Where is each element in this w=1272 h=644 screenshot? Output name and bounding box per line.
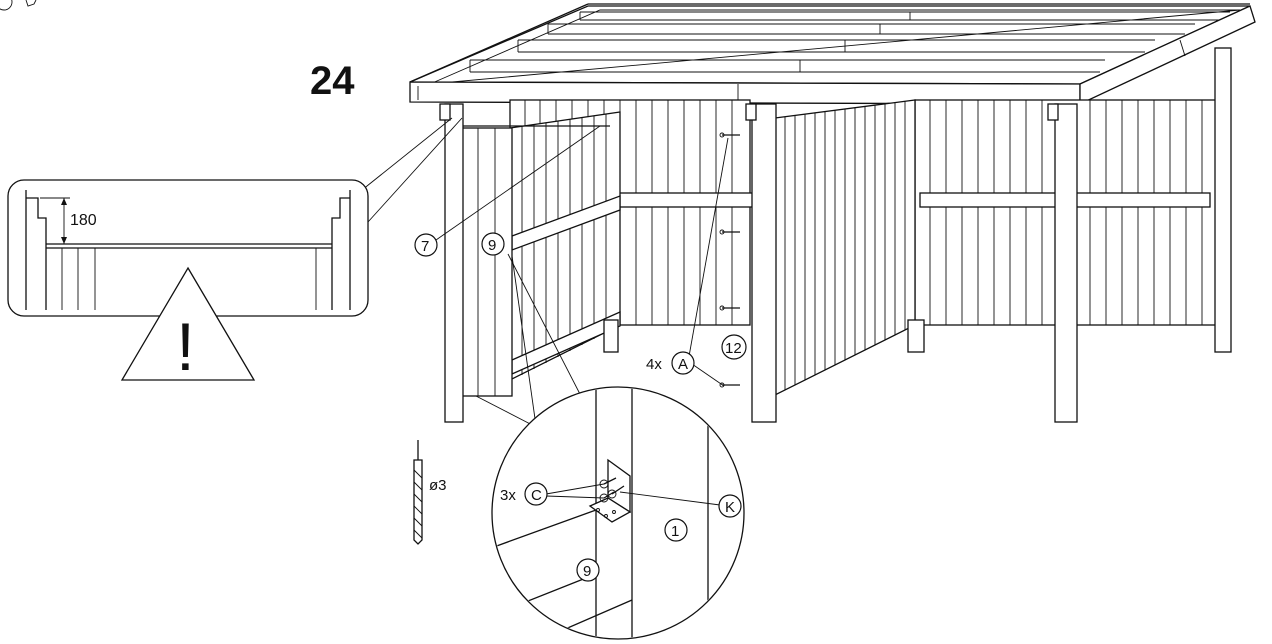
leader-lines bbox=[351, 117, 729, 441]
posts bbox=[439, 47, 1232, 423]
gap-dimension-label: 180 bbox=[70, 212, 97, 229]
callout-1: 1 bbox=[671, 523, 679, 540]
left-front-boards bbox=[461, 125, 610, 397]
callout-C: C bbox=[531, 487, 542, 504]
warning-icon: ! bbox=[120, 266, 256, 385]
drill-diameter: ø3 bbox=[429, 477, 447, 494]
qty-C: 3x bbox=[500, 487, 516, 504]
svg-text:A: A bbox=[678, 356, 688, 373]
left-side-wall bbox=[509, 111, 621, 382]
drill-bit-icon: ø3 bbox=[413, 440, 447, 545]
svg-text:9: 9 bbox=[488, 237, 496, 254]
gap-detail-box: 180 bbox=[7, 179, 369, 317]
step-number: 24 bbox=[310, 59, 355, 103]
callout-9-top: 9 bbox=[481, 232, 505, 256]
middle-partition bbox=[774, 99, 916, 397]
callout-A: 4x A bbox=[646, 351, 695, 375]
callout-K: K bbox=[725, 499, 735, 516]
screws-A bbox=[719, 132, 740, 388]
warning-symbol: ! bbox=[176, 309, 195, 385]
roof bbox=[409, 3, 1256, 106]
svg-text:7: 7 bbox=[421, 238, 429, 255]
svg-text:12: 12 bbox=[725, 340, 742, 357]
bracket-detail-circle: 3x 3 bbox=[491, 386, 745, 640]
callout-12: 12 bbox=[721, 334, 747, 360]
callout-9-detail: 9 bbox=[583, 563, 591, 580]
top-left-fragment bbox=[0, 0, 37, 11]
callout-7: 7 bbox=[414, 233, 438, 257]
qty-A: 4x bbox=[646, 356, 662, 373]
